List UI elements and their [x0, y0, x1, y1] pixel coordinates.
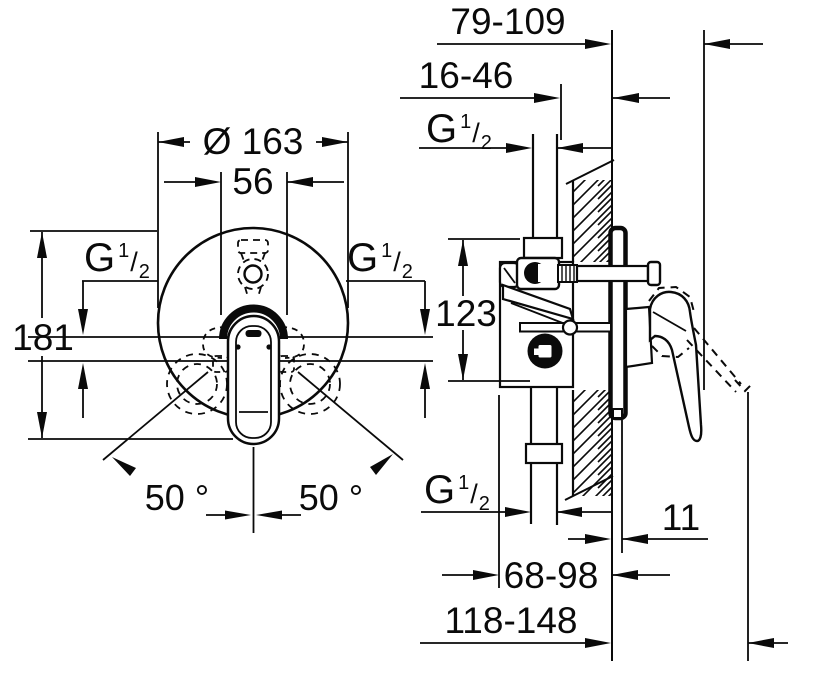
- lever-logo-mark: [245, 330, 262, 337]
- supply-lines: [28, 336, 433, 362]
- bracket-brace: [501, 283, 575, 321]
- dim-plate-label: 11: [662, 497, 700, 538]
- rosette-dashed: [202, 326, 305, 373]
- dim-plate: 11: [568, 420, 708, 553]
- dim-diameter-label: Ø 163: [203, 121, 304, 162]
- bottom-outlet-pipe: [524, 387, 564, 525]
- angle-line-left: [102, 371, 209, 461]
- dim-body-to-wall-label: 68-98: [504, 555, 599, 596]
- front-view: Ø 163 56 181: [12, 121, 433, 533]
- dim-height-label: 181: [12, 317, 74, 358]
- angle-line-right: [297, 371, 404, 461]
- plate-foot-step: [612, 408, 623, 419]
- diverter-knob-cap: [646, 260, 662, 287]
- diverter-stud-side: [557, 260, 662, 287]
- dim-height: 181: [12, 230, 233, 440]
- lever-solid: [648, 290, 703, 443]
- diverter-front: [237, 239, 269, 298]
- dim-rough-in: 16-46: [400, 55, 670, 103]
- wall-break-bottom: [564, 475, 614, 501]
- side-view: 79-109 16-46 G1/2 123: [400, 1, 788, 661]
- fixing-screw-side: [519, 319, 612, 336]
- dim-center-height: 123: [435, 238, 530, 382]
- wall-break-top: [565, 159, 615, 185]
- dim-width: 56: [164, 161, 344, 315]
- dim-diameter: Ø 163: [157, 121, 349, 308]
- dim-rough-in-label: 16-46: [419, 55, 514, 96]
- top-supply-pipe: [522, 84, 564, 260]
- dim-center-height-label: 123: [435, 293, 497, 334]
- dim-total-label: 118-148: [444, 600, 577, 641]
- dim-body-to-wall: 68-98: [442, 395, 670, 596]
- lever-sleeve: [624, 305, 654, 369]
- dim-total: 118-148: [420, 392, 788, 661]
- lever-handle-side: [624, 285, 753, 443]
- wall-hatch-lower: [573, 390, 612, 496]
- dim-projection: 79-109: [437, 1, 763, 390]
- dim-projection-label: 79-109: [450, 1, 565, 42]
- cover-plate-side: [608, 225, 628, 421]
- angle-right-label: 50 °: [299, 477, 363, 518]
- volume-knob-side: [527, 333, 563, 369]
- diverter-knob-front: [243, 264, 263, 284]
- dim-width-label: 56: [232, 161, 273, 202]
- front-dimensions: Ø 163 56 181: [12, 121, 430, 533]
- lever-handle-front: [166, 304, 341, 446]
- lever-dashed-position: [648, 285, 753, 393]
- angle-left-label: 50 °: [145, 477, 209, 518]
- swing-positions-dashed: [166, 353, 341, 415]
- dim-swing-angles: 50 ° 50 °: [102, 371, 404, 533]
